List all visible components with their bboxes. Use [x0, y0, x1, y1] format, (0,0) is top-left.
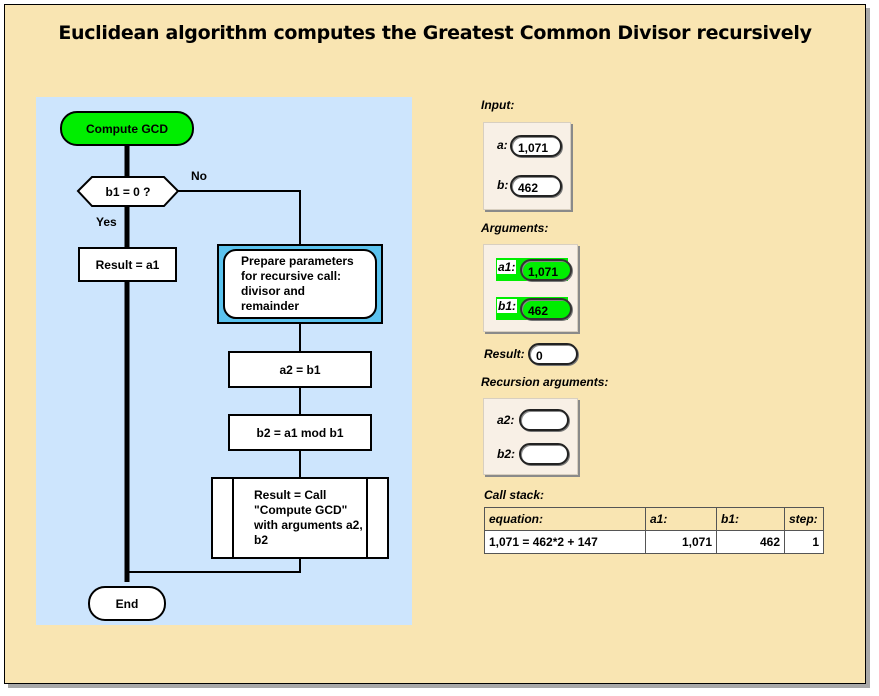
input-b-label: b:: [497, 178, 509, 192]
column-header-b1: b1:: [716, 507, 785, 531]
return-line: [127, 558, 301, 573]
b2-node-shape: [228, 414, 372, 451]
b1-field[interactable]: 462: [520, 298, 572, 320]
a2-label: a2:: [497, 413, 515, 427]
start-node[interactable]: Compute GCD: [86, 121, 168, 136]
b2-node[interactable]: b2 = a1 mod b1: [256, 425, 344, 440]
decision-node-shape: [76, 176, 180, 207]
flowchart: Compute GCD b1 = 0 ? No Yes Result = a1 …: [36, 97, 412, 625]
call-stack-table: equation: a1: b1: step: 1,071 = 462*2 + …: [484, 507, 824, 554]
b2-field[interactable]: [519, 443, 569, 465]
result-label: Result:: [484, 347, 525, 361]
call-stack-section-label: Call stack:: [484, 488, 545, 502]
end-node-shape: [88, 586, 166, 621]
input-b-field[interactable]: 462: [510, 175, 562, 197]
a2-field[interactable]: [519, 409, 569, 431]
input-a-field[interactable]: 1,071: [510, 135, 562, 157]
column-header-equation: equation:: [484, 507, 646, 531]
input-a-label: a:: [497, 138, 508, 152]
b1-highlight: b1: 462: [496, 297, 572, 320]
result-assign-node[interactable]: Result = a1: [95, 257, 160, 272]
no-label: No: [191, 169, 207, 183]
column-header-step: step:: [784, 507, 824, 531]
input-panel: a: 1,071 b: 462: [483, 122, 571, 210]
cell-a1: 1,071: [645, 530, 717, 554]
arguments-section-label: Arguments:: [481, 221, 549, 235]
a2-node[interactable]: a2 = b1: [279, 362, 321, 377]
a1-highlight: a1: 1,071: [496, 258, 572, 281]
prepare-node-shape: [223, 249, 377, 319]
input-section-label: Input:: [481, 98, 515, 112]
arguments-panel: a1: 1,071 b1: 462: [483, 244, 578, 332]
recursion-arguments-section-label: Recursion arguments:: [481, 375, 609, 389]
recursion-arguments-panel: a2: b2:: [483, 398, 578, 475]
a2-node-shape: [228, 351, 372, 388]
call-stack-header-row: equation: a1: b1: step:: [484, 507, 824, 531]
result-field[interactable]: 0: [528, 343, 578, 365]
page-title: Euclidean algorithm computes the Greates…: [58, 22, 812, 44]
b1-label: b1:: [497, 299, 517, 313]
yes-label: Yes: [96, 215, 117, 229]
call-node[interactable]: Result = Call "Compute GCD" with argumen…: [254, 488, 363, 547]
a1-field[interactable]: 1,071: [520, 259, 572, 281]
a1-label: a1:: [497, 260, 517, 274]
column-header-a1: a1:: [645, 507, 717, 531]
cell-equation: 1,071 = 462*2 + 147: [484, 530, 646, 554]
b2-label: b2:: [497, 447, 515, 461]
prepare-node[interactable]: Prepare parameters for recursive call: d…: [241, 254, 354, 313]
cell-step: 1: [784, 530, 824, 554]
call-node-shape: [211, 477, 389, 559]
cell-b1: 462: [716, 530, 785, 554]
decision-node[interactable]: b1 = 0 ?: [105, 184, 151, 199]
end-node[interactable]: End: [115, 596, 139, 611]
flowchart-connectors: [60, 111, 389, 621]
no-branch-line: [178, 190, 301, 245]
table-row[interactable]: 1,071 = 462*2 + 147 1,071 462 1: [484, 530, 824, 554]
result-assign-shape: [78, 247, 177, 282]
start-node-shape: [60, 111, 194, 146]
